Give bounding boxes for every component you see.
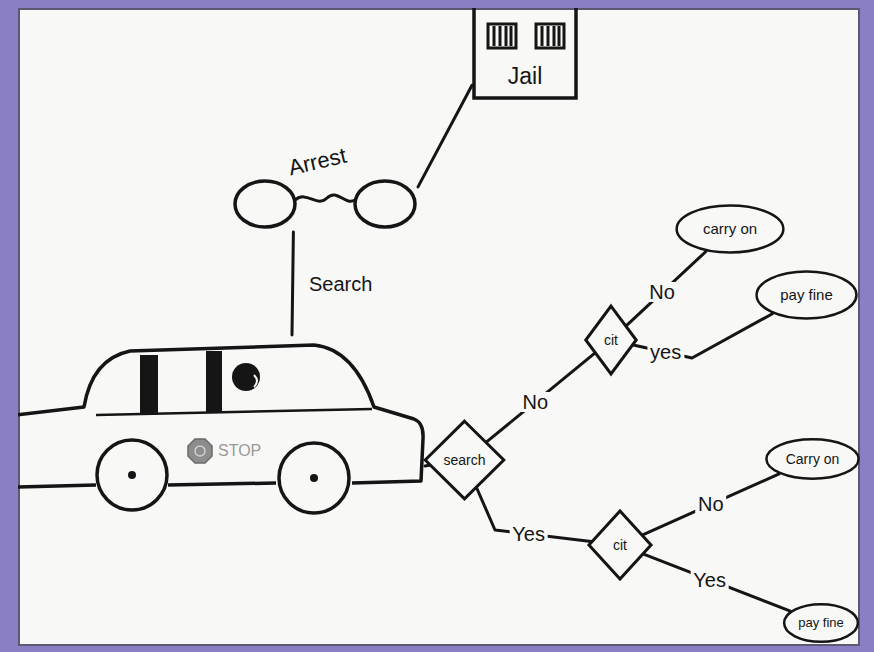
connector-line	[643, 474, 779, 535]
oval-outline	[784, 604, 858, 642]
node-text: cit	[604, 333, 618, 348]
wheel-hub	[310, 474, 318, 482]
edge-label: No	[520, 392, 552, 412]
handcuffs-symbol: Arrest	[232, 150, 418, 232]
stop-sign-mark	[195, 446, 205, 456]
car-pillar	[206, 351, 222, 413]
connector-line	[487, 353, 595, 442]
oval-outline	[677, 206, 784, 253]
wheel-hub	[128, 471, 136, 479]
handcuff-ring	[235, 181, 295, 227]
car-body	[18, 345, 423, 487]
car-wheel	[97, 440, 167, 510]
driver-head	[232, 363, 260, 391]
handcuff-chain	[295, 195, 355, 201]
node-text: pay fine	[798, 616, 844, 630]
window-bars	[494, 26, 511, 46]
node-text: Carry on	[786, 452, 840, 467]
stop-sign-icon	[188, 439, 212, 463]
car-illustration: STOP	[22, 335, 425, 522]
connector-line	[626, 252, 706, 326]
jail-box: Jail	[472, 8, 578, 100]
decision-diamond: cit	[585, 305, 637, 375]
car-wheel	[279, 443, 349, 513]
node-text: Arrest	[286, 144, 348, 180]
window-bars	[542, 26, 559, 46]
outcome-oval: Carry on	[765, 438, 860, 480]
connector-layer	[18, 8, 860, 646]
connector-line	[418, 85, 472, 187]
node-text: search	[443, 453, 485, 468]
edge-label: No	[695, 494, 727, 514]
whiteboard: JailArrestSTOP search cit carry on pay fine c…	[18, 8, 860, 646]
diamond-outline	[425, 421, 504, 499]
edge-label: Search	[306, 274, 375, 294]
node-text: carry on	[703, 221, 757, 237]
handcuff-ring	[355, 181, 415, 227]
car-illustration-outline	[22, 335, 425, 522]
node-text: Jail	[472, 64, 578, 88]
outcome-oval: pay fine	[783, 603, 859, 643]
diamond-outline	[586, 306, 636, 374]
diamond-outline	[589, 511, 651, 579]
edge-label: yes	[647, 342, 684, 362]
connector-line	[644, 554, 791, 611]
node-text: pay fine	[780, 287, 833, 303]
node-text: cit	[613, 538, 627, 553]
outcome-oval: pay fine	[755, 270, 858, 320]
car-pillar	[140, 355, 158, 415]
jail-window	[536, 24, 564, 48]
outcome-oval: carry on	[675, 204, 785, 254]
edge-label: Yes	[690, 570, 729, 590]
oval-outline	[766, 439, 858, 478]
oval-outline	[757, 272, 857, 319]
edge-label: No	[646, 282, 678, 302]
driver-face	[254, 375, 257, 387]
decision-diamond: cit	[588, 510, 652, 580]
node-text: STOP	[218, 443, 261, 460]
decision-diamond: search	[424, 420, 505, 500]
connector-line	[292, 232, 293, 335]
jail-window	[488, 24, 516, 48]
edge-label: Yes	[509, 524, 548, 544]
car-window-line	[96, 409, 372, 415]
